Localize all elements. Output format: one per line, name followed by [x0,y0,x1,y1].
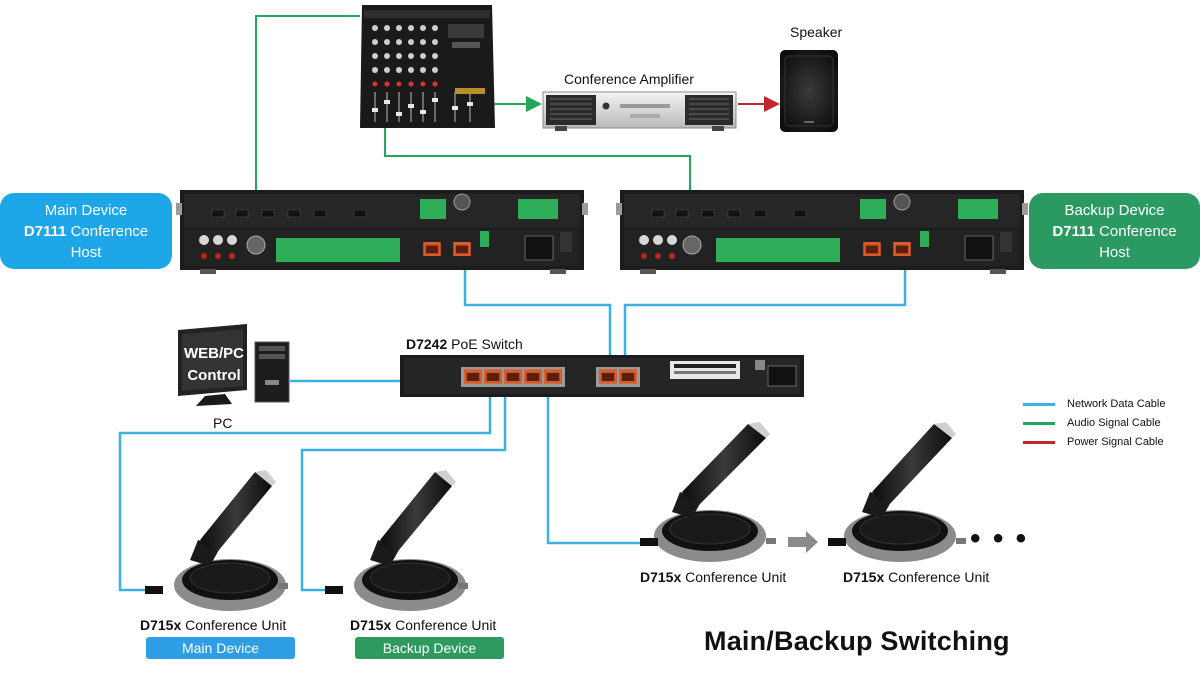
conference-unit-1 [145,470,288,611]
legend-power-swatch [1023,440,1055,444]
unit-name: Conference Unit [391,617,497,633]
legend-power: Power Signal Cable [1023,436,1164,448]
conference-unit-2 [325,470,468,611]
unit-model: D715x [140,617,182,633]
main-device-title: Main Device [44,201,128,219]
legend-network: Network Data Cable [1023,398,1165,410]
unit-name: Conference Unit [884,569,990,585]
daisy-chain-arrow [788,531,818,553]
legend-audio: Audio Signal Cable [1023,417,1161,429]
backup-device-title: Backup Device [1064,201,1165,219]
unit-label-3: D715x Conference Unit [640,569,786,585]
legend-audio-label: Audio Signal Cable [1067,417,1161,429]
poe-switch-label: D7242 PoE Switch [406,336,523,352]
conference-unit-4 [828,422,966,562]
main-device-model-rest: Conference [66,222,149,240]
backup-device-model-rest: Conference [1094,222,1177,240]
pc-screen-line1: WEB/PC [184,345,244,362]
main-device-pill: Main Device [146,637,295,659]
unit-label-4: D715x Conference Unit [843,569,989,585]
amplifier-label: Conference Amplifier [564,71,694,87]
backup-device-pill: Backup Device [355,637,504,659]
pc-screen-text: WEB/PC Control [184,343,244,387]
backup-device-host: Host [1099,243,1130,261]
legend-network-label: Network Data Cable [1067,398,1166,410]
legend-audio-swatch [1023,421,1055,425]
more-units-ellipsis: • • • [970,522,1029,555]
speaker-label: Speaker [790,24,843,40]
conference-amplifier [542,91,737,131]
unit-model: D715x [843,569,885,585]
main-device-model: D7111 [23,222,67,240]
backup-device-model-line: D7111 Conference [1029,221,1200,242]
network-cables [118,260,907,592]
speaker [780,50,838,132]
backup-host-device [616,190,1028,274]
pc-screen-line2: Control [187,367,241,384]
unit-model: D715x [640,569,682,585]
main-host-device [176,190,588,274]
backup-device-model: D7111 [1052,222,1095,240]
switch-name: PoE Switch [447,336,523,352]
main-device-host: Host [70,243,102,261]
unit-label-1: D715x Conference Unit [140,617,286,633]
diagram-title: Main/Backup Switching [704,626,1010,656]
audio-mixer [360,5,495,128]
unit-name: Conference Unit [681,569,787,585]
unit-name: Conference Unit [181,617,287,633]
pc-label: PC [213,415,233,431]
legend-power-label: Power Signal Cable [1067,436,1164,448]
poe-switch [400,355,804,397]
legend-network-swatch [1023,402,1055,406]
unit-label-2: D715x Conference Unit [350,617,496,633]
unit-model: D715x [350,617,392,633]
conference-unit-3 [640,422,776,562]
pc-computer [178,324,290,406]
main-device-model-line: D7111 Conference [0,221,172,242]
switch-model: D7242 [406,336,448,352]
